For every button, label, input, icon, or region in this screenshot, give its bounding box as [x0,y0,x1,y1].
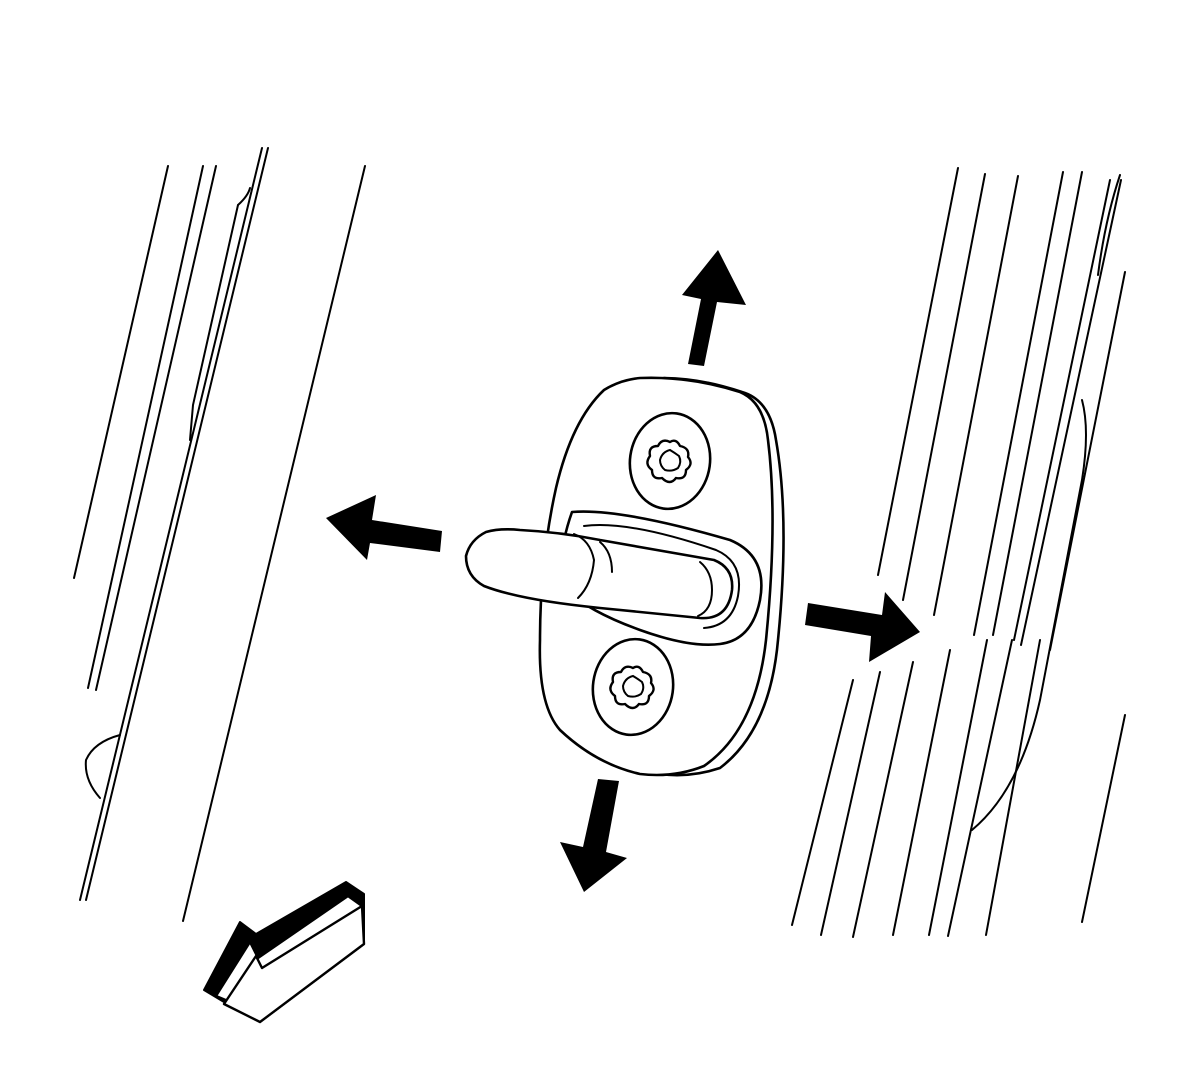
right-door-lines [791,167,1126,938]
striker-loop-icon [464,528,734,620]
adjust-arrow-right [805,592,920,662]
adjust-arrow-up [682,250,746,366]
torx-screw-icon [628,411,712,511]
left-pillar-lines [73,147,366,922]
torx-screw-icon [591,637,675,737]
view-direction-arrow-icon [203,881,366,1024]
adjust-arrow-down [560,779,627,892]
striker-plate-icon [538,376,785,777]
adjust-arrow-left [326,495,442,560]
